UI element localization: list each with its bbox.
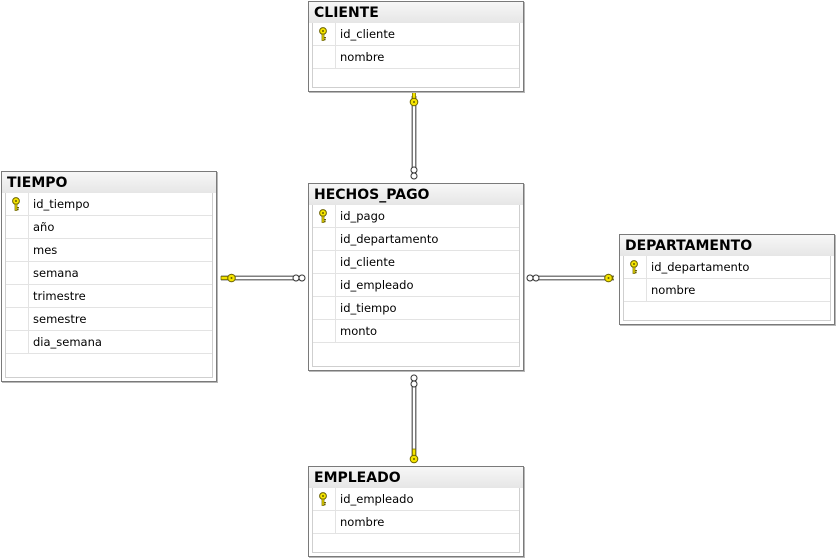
column-name: año: [33, 220, 55, 234]
column-row[interactable]: id_tiempo: [6, 193, 212, 216]
column-row[interactable]: semestre: [6, 308, 212, 331]
column-name: id_empleado: [340, 492, 414, 506]
row-gutter: [313, 228, 336, 250]
row-gutter: [313, 274, 336, 296]
row-gutter: [6, 285, 29, 307]
row-gutter: [6, 262, 29, 284]
many-end-infinity-icon: [292, 274, 306, 282]
column-row[interactable]: id_departamento: [313, 228, 519, 251]
column-row[interactable]: nombre: [313, 511, 519, 534]
column-name: id_departamento: [340, 232, 439, 246]
table-title: TIEMPO: [2, 172, 216, 193]
column-row[interactable]: id_departamento: [624, 256, 830, 279]
column-row[interactable]: monto: [313, 320, 519, 343]
primary-key-icon: [319, 209, 327, 223]
column-name: id_cliente: [340, 27, 395, 41]
column-name: id_departamento: [651, 260, 750, 274]
row-gutter: [6, 239, 29, 261]
column-name: id_pago: [340, 209, 385, 223]
row-gutter: [313, 511, 336, 533]
column-name: semana: [33, 266, 79, 280]
table-title: HECHOS_PAGO: [309, 184, 523, 205]
primary-key-icon: [12, 197, 20, 211]
column-row[interactable]: dia_semana: [6, 331, 212, 354]
column-name: id_empleado: [340, 278, 414, 292]
many-end-infinity-icon: [410, 374, 418, 388]
row-gutter: [313, 320, 336, 342]
column-row[interactable]: id_tiempo: [313, 297, 519, 320]
column-name: monto: [340, 324, 378, 338]
table-title: DEPARTAMENTO: [620, 235, 834, 256]
row-gutter: [6, 331, 29, 353]
column-name: id_cliente: [340, 255, 395, 269]
column-row[interactable]: id_cliente: [313, 251, 519, 274]
many-end-infinity-icon: [526, 274, 540, 282]
row-gutter: [313, 46, 336, 68]
row-gutter: [6, 193, 29, 215]
column-row[interactable]: nombre: [313, 46, 519, 69]
table-title: EMPLEADO: [309, 467, 523, 488]
row-gutter: [313, 488, 336, 510]
relationship-line[interactable]: [411, 379, 417, 458]
column-name: dia_semana: [33, 335, 102, 349]
primary-key-icon: [319, 27, 327, 41]
one-end-key-icon: [409, 91, 419, 107]
column-row[interactable]: id_empleado: [313, 274, 519, 297]
row-gutter: [313, 23, 336, 45]
row-gutter: [313, 205, 336, 227]
one-end-key-icon: [409, 448, 419, 464]
column-row[interactable]: mes: [6, 239, 212, 262]
column-name: mes: [33, 243, 58, 257]
table-title: CLIENTE: [309, 2, 523, 23]
column-name: trimestre: [33, 289, 86, 303]
column-name: id_tiempo: [33, 197, 90, 211]
column-row[interactable]: trimestre: [6, 285, 212, 308]
column-row[interactable]: id_empleado: [313, 488, 519, 511]
one-end-key-icon: [220, 273, 236, 283]
column-row[interactable]: año: [6, 216, 212, 239]
relationship-line[interactable]: [527, 275, 614, 281]
many-end-infinity-icon: [410, 166, 418, 180]
row-gutter: [624, 279, 647, 301]
column-row[interactable]: id_cliente: [313, 23, 519, 46]
row-gutter: [6, 216, 29, 238]
row-gutter: [313, 251, 336, 273]
primary-key-icon: [630, 260, 638, 274]
column-list: id_tiempo año mes semana trimestre semestre di…: [5, 193, 213, 378]
row-gutter: [6, 308, 29, 330]
column-name: id_tiempo: [340, 301, 397, 315]
table-hechos-pago[interactable]: HECHOS_PAGO id_pago id_departamento id_cli…: [308, 183, 524, 371]
row-gutter: [624, 256, 647, 278]
column-name: nombre: [340, 515, 385, 529]
table-tiempo[interactable]: TIEMPO id_tiempo año mes semana trimestre sem…: [1, 171, 217, 382]
one-end-key-icon: [604, 273, 614, 283]
column-name: nombre: [651, 283, 696, 297]
row-gutter: [313, 297, 336, 319]
column-row[interactable]: id_pago: [313, 205, 519, 228]
column-name: nombre: [340, 50, 385, 64]
column-name: semestre: [33, 312, 87, 326]
column-list: id_pago id_departamento id_cliente id_emple…: [312, 205, 520, 367]
column-row[interactable]: nombre: [624, 279, 830, 302]
relationship-line[interactable]: [411, 96, 417, 174]
primary-key-icon: [319, 492, 327, 506]
column-row[interactable]: semana: [6, 262, 212, 285]
